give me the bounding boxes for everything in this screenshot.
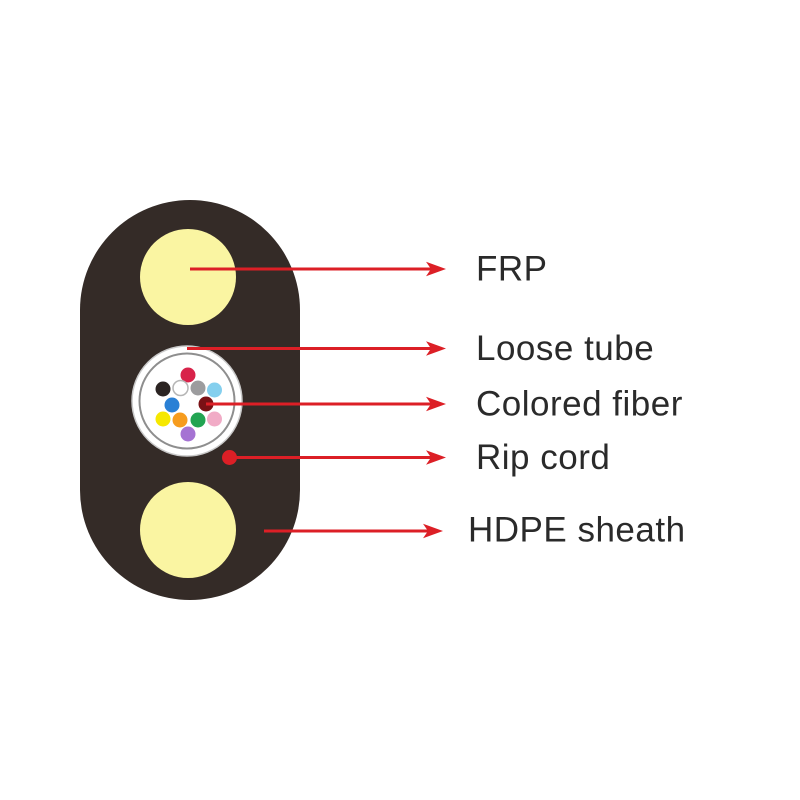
fiber-orange — [172, 412, 188, 428]
colored-fiber-arrowhead-icon — [426, 396, 446, 412]
leader-lines — [187, 267, 431, 533]
fiber-red — [180, 367, 196, 383]
fiber-aqua — [207, 382, 222, 398]
rip-cord-label: Rip cord — [476, 438, 610, 477]
hdpe-arrowhead-icon — [423, 523, 443, 539]
frp-rod-bottom — [140, 482, 236, 578]
loose-tube-outer — [131, 345, 243, 457]
loose-tube-arrowhead-icon — [426, 341, 446, 356]
labels: FRP Loose tube Colored fiber Rip cord HD… — [468, 250, 686, 550]
fiber-violet — [180, 426, 196, 442]
frp-label: FRP — [476, 250, 548, 289]
hdpe-sheath-label: HDPE sheath — [468, 511, 686, 550]
fiber-green — [190, 412, 206, 428]
fiber-black — [155, 381, 171, 397]
arrowheads — [423, 261, 446, 539]
loose-tube-label: Loose tube — [476, 329, 654, 368]
fiber-blue — [164, 397, 180, 413]
rip-cord-dot — [222, 450, 237, 465]
frp-rod-top — [140, 229, 236, 325]
frp-arrowhead-icon — [426, 261, 446, 277]
colored-fiber-label: Colored fiber — [476, 385, 683, 424]
fiber-rose — [207, 411, 222, 427]
fiber-yellow — [155, 411, 171, 427]
loose-tube-inner-ring — [138, 352, 236, 450]
fiber-slate — [190, 380, 206, 396]
rip-cord-arrowhead-icon — [426, 450, 446, 465]
fiber-white — [172, 379, 189, 397]
